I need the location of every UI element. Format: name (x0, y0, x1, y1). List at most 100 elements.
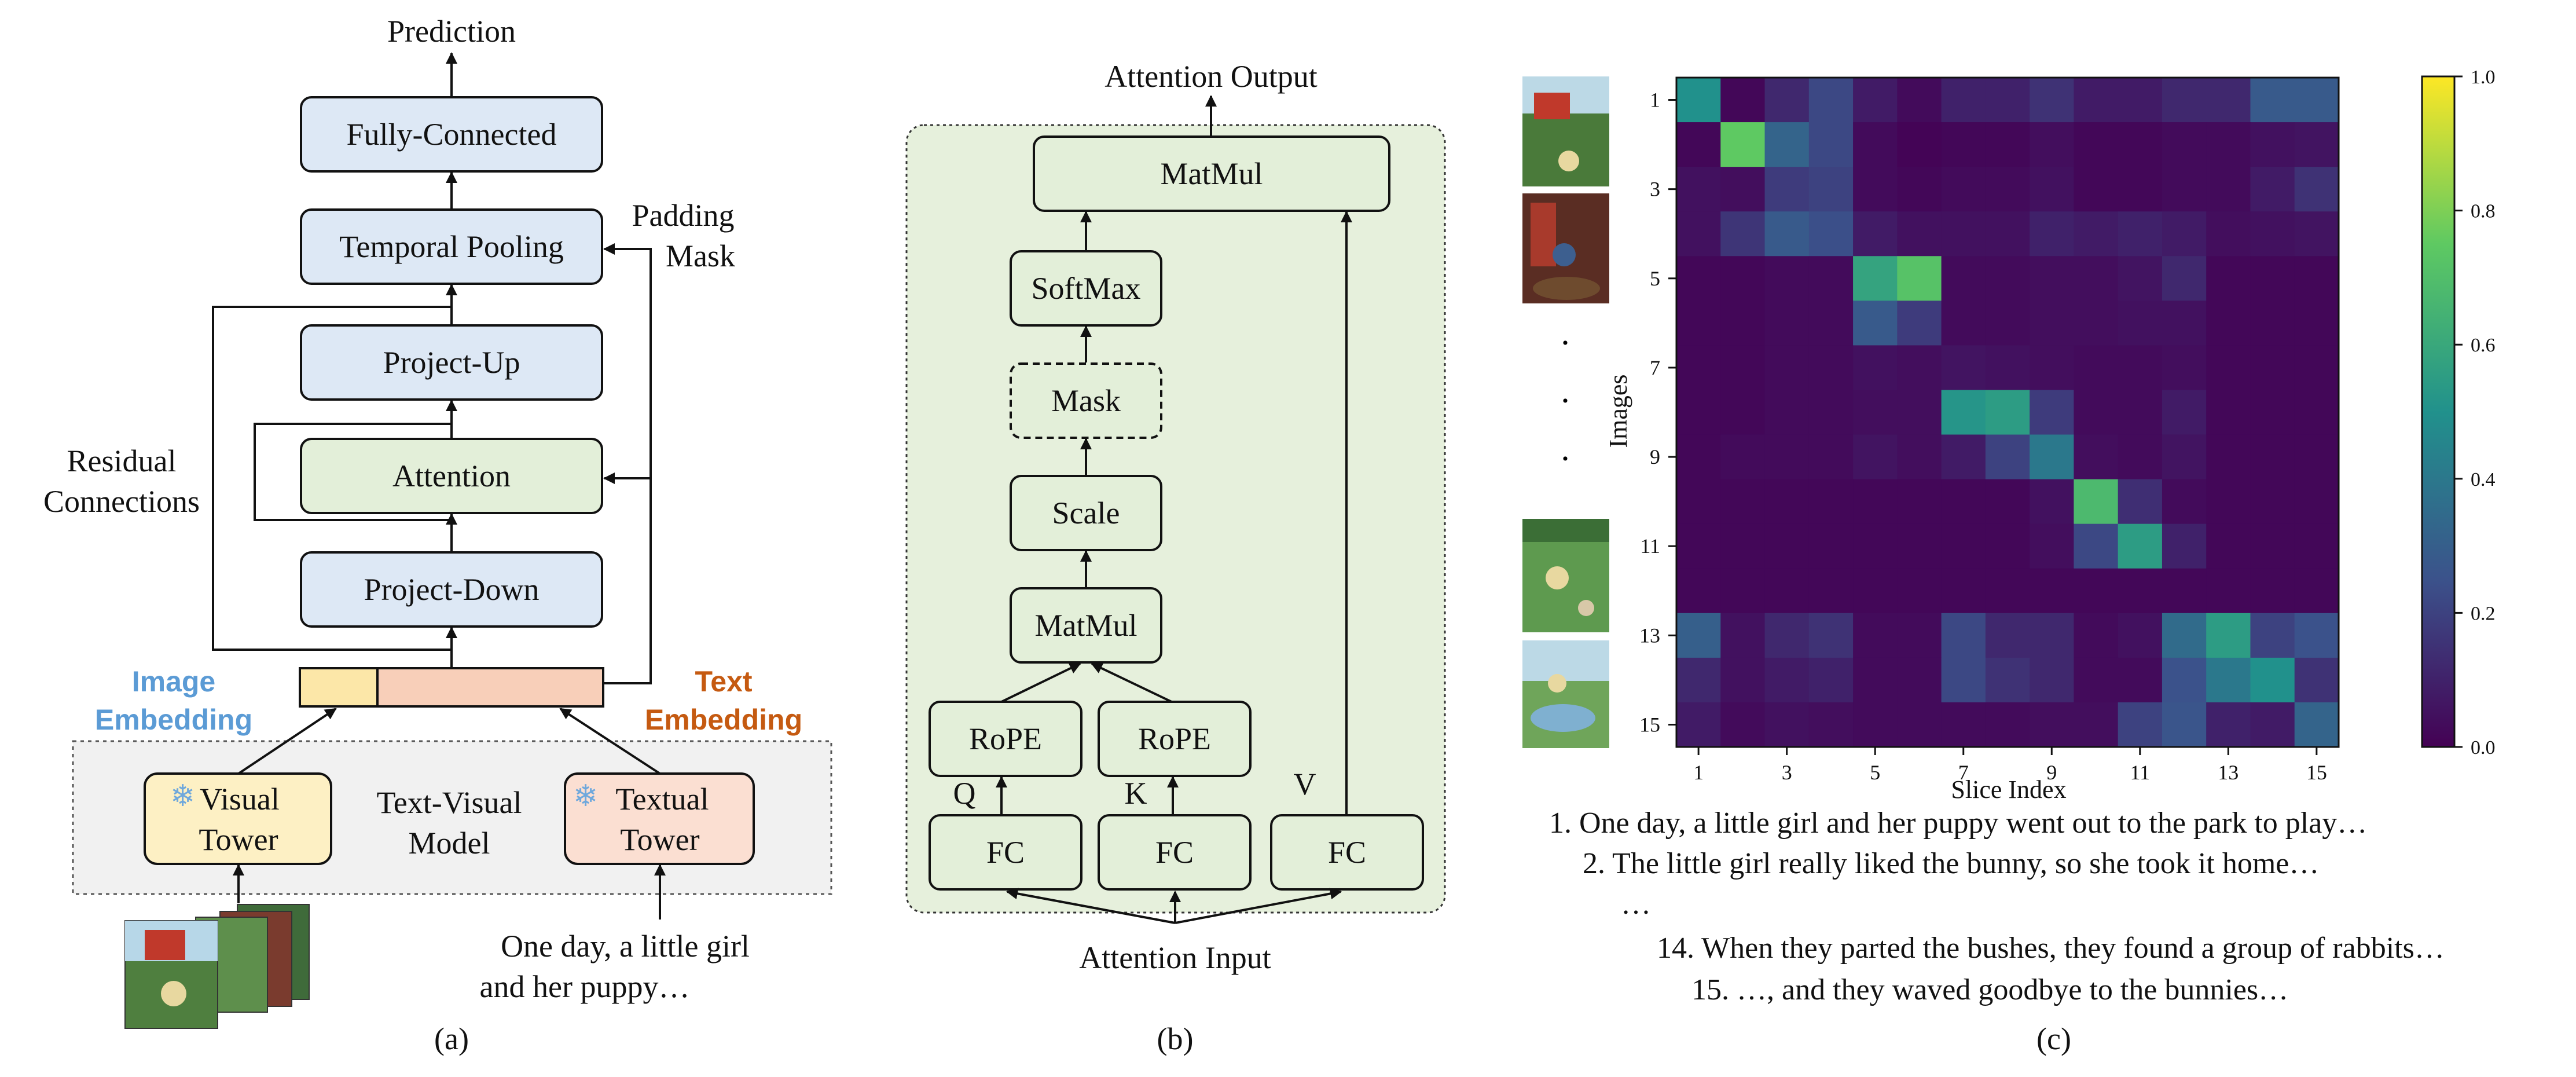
heatmap-cell (1941, 434, 1986, 480)
heatmap-cell (1764, 211, 1810, 257)
heatmap-cell (2074, 479, 2119, 525)
heatmap-cell (1764, 613, 1810, 658)
heatmap-cell (1897, 657, 1942, 703)
heatmap-cell (2074, 613, 2119, 658)
colorbar-tick-label: 0.0 (2471, 737, 2496, 759)
heatmap-cell (1853, 211, 1898, 257)
heatmap-cell (2250, 256, 2295, 301)
heatmap-cell (1720, 122, 1766, 167)
heatmap-cell (1853, 613, 1898, 658)
heatmap-cell (1985, 657, 2030, 703)
visual-tower-label-line2: Tower (199, 822, 278, 857)
heatmap-cell (1897, 479, 1942, 525)
heatmap-cell (1808, 702, 1854, 748)
heatmap-cell (1941, 702, 1986, 748)
fc-v-block (1270, 814, 1424, 891)
heatmap-cell (1941, 390, 1986, 435)
heatmap-cell (1853, 657, 1898, 703)
fc-k-label: FC (1155, 835, 1194, 870)
heatmap-cell (2074, 256, 2119, 301)
ellipsis-dot: · (1559, 439, 1571, 478)
heatmap-cell (2118, 613, 2163, 658)
heatmap-cell (1853, 568, 1898, 614)
heatmap-cell (1676, 345, 1721, 391)
heatmap-cell (2294, 479, 2339, 525)
heatmap-cell (1764, 122, 1810, 167)
x-tick-label: 13 (2218, 761, 2239, 784)
padding-mask-label-line1: Padding (632, 198, 734, 233)
panel-a: Prediction Fully-Connected Temporal Pool… (43, 14, 832, 1056)
heatmap-cell (1808, 78, 1854, 123)
fc-q-block (929, 814, 1082, 891)
heatmap-cell (1808, 613, 1854, 658)
heatmap-cell (2162, 523, 2207, 569)
heatmap-cell (2118, 434, 2163, 480)
heatmap-cell (1676, 256, 1721, 301)
heatmap-cell (1720, 345, 1766, 391)
heatmap-cell (2162, 702, 2207, 748)
heatmap-cell (2206, 78, 2251, 123)
heatmap-cell (2250, 657, 2295, 703)
heatmap-cell (1985, 256, 2030, 301)
heatmap-cell (2206, 568, 2251, 614)
heatmap-cell (2250, 301, 2295, 346)
thumbnail-image-2 (1522, 193, 1609, 303)
heatmap-cell (2162, 301, 2207, 346)
heatmap-cell (1720, 613, 1766, 658)
colorbar-tick-label: 0.2 (2471, 603, 2496, 624)
heatmap-cell (1853, 301, 1898, 346)
heatmap-cell (1853, 345, 1898, 391)
y-axis-label: Images (1604, 374, 1632, 448)
heatmap-cell (1764, 256, 1810, 301)
heatmap-cell (2250, 613, 2295, 658)
heatmap-cell (2162, 78, 2207, 123)
heatmap-cell (1764, 702, 1810, 748)
heatmap-cell (1897, 613, 1942, 658)
heatmap-cell (1985, 702, 2030, 748)
heatmap-cell (1853, 434, 1898, 480)
heatmap-cell (2206, 434, 2251, 480)
heatmap-cell (2294, 301, 2339, 346)
heatmap-cell (2074, 390, 2119, 435)
heatmap-cell (1941, 256, 1986, 301)
heatmap-cell (2118, 568, 2163, 614)
heatmap-cell (1941, 657, 1986, 703)
heatmap-cell (2162, 568, 2207, 614)
heatmap-cell (1985, 390, 2030, 435)
fc-k-block (1098, 814, 1252, 891)
fc-q-label: FC (986, 835, 1025, 870)
colorbar-ticks: 1.00.80.60.40.20.0 (2454, 67, 2496, 759)
heatmap-cell (1897, 167, 1942, 212)
thumbnail-image-15 (1522, 640, 1609, 748)
heatmap-cell (2250, 434, 2295, 480)
heatmap-cell (1985, 301, 2030, 346)
heatmap-cell (2030, 390, 2074, 435)
heatmap-cell (1720, 78, 1766, 123)
heatmap-cell (2118, 390, 2163, 435)
heatmap-cell (1720, 702, 1766, 748)
heatmap-cell (2030, 211, 2074, 257)
heatmap-cell (1941, 613, 1986, 658)
heatmap-cell (1853, 523, 1898, 569)
heatmap-cell (2162, 122, 2207, 167)
heatmap-cell (1985, 479, 2030, 525)
heatmap-cell (1897, 390, 1942, 435)
input-text-line1: One day, a little girl (501, 929, 750, 964)
x-tick-label: 15 (2306, 761, 2327, 784)
heatmap-cell (1676, 613, 1721, 658)
heatmap-cell (1897, 301, 1942, 346)
project-down-label: Project-Down (364, 572, 540, 607)
matmul-top-label: MatMul (1160, 156, 1263, 191)
heatmap-cell (2118, 523, 2163, 569)
panel-b: Attention Output MatMul SoftMax Mask Sca… (905, 59, 1446, 1056)
image-embedding-label-line1: Image (132, 665, 216, 698)
heatmap-cell (1808, 434, 1854, 480)
thumbnail-image-1 (1522, 76, 1609, 186)
matmul-mid-block (1010, 587, 1162, 664)
heatmap-cell (1897, 211, 1942, 257)
x-tick-label: 5 (1870, 761, 1880, 784)
heatmap-cell (1764, 523, 1810, 569)
text-embedding-label-line2: Embedding (645, 704, 802, 736)
